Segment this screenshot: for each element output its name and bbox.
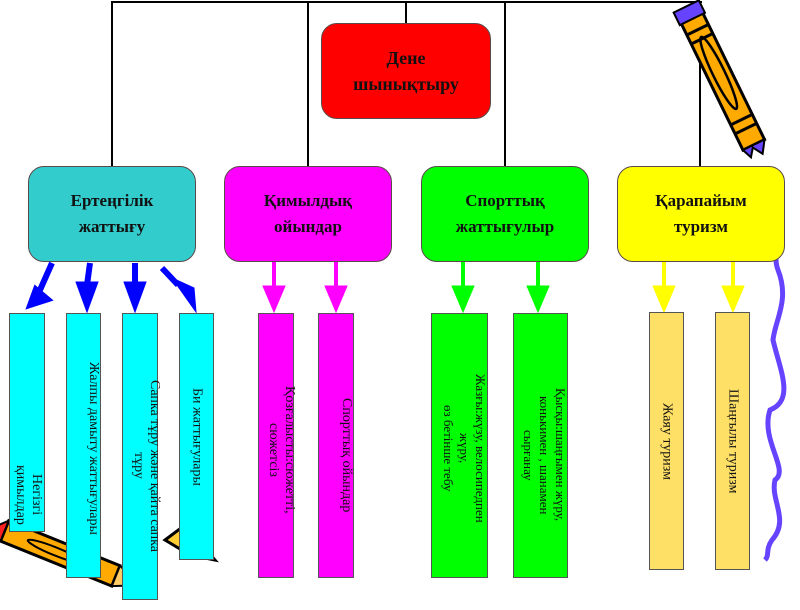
leaf-label-outdoor-games: Қозғалысты:сюжетті, сюжетсіз [266,386,297,514]
arrow-to-basic-movements [25,261,55,310]
leaf-dance [179,313,214,560]
category-label: Спорттық жаттығулыр [455,191,555,236]
leaf-basic-movements [9,313,45,532]
root-node: Дене шынықтыру [321,23,491,119]
leaf-ski-tourism [715,312,750,570]
leaf-label-winter-sports: Қысқы:шаңғымен жүру, конькимен , шанамен… [521,388,568,522]
connector-top-horizontal [112,1,702,3]
leaf-label-basic-movements: Негізгі қимылдар [13,465,44,525]
arrow-to-ski-tourism [721,262,745,314]
leaf-label-general-development: Жалпы дамыту жаттығулары [86,361,101,535]
leaf-general-development [66,313,101,578]
arrow-to-dance [159,265,197,314]
leaf-summer-sports [431,313,488,578]
connector-to-sports [504,1,506,167]
category-simple-tourism: Қарапайым туризм [617,166,785,262]
leaf-label-sport-games: Спорттық ойындар [339,397,354,513]
connector-to-movement [307,1,309,167]
category-label: Қимылдық ойындар [263,191,353,236]
arrow-to-winter-sports [526,262,550,314]
arrow-to-general-development [75,262,99,314]
leaf-label-hiking: Жаяу туризм [659,402,675,480]
leaf-hiking [649,312,684,570]
arrow-to-hiking [652,262,676,314]
category-label: Ертеңгілік жаттығу [70,191,154,236]
leaf-label-dance: Би жаттығулары [189,387,205,486]
connector-to-tourism [699,1,701,167]
leaf-winter-sports [513,313,568,578]
connector-to-morning [111,1,113,167]
arrow-to-outdoor-games [262,262,286,314]
leaf-line-up [122,313,158,600]
leaf-label-summer-sports: Жазғы:жүзу, велосипедпен жүру, өз бетінш… [441,373,488,523]
category-morning-exercise: Ертеңгілік жаттығу [28,166,196,262]
leaf-sport-games [318,313,354,578]
arrow-to-summer-sports [451,262,475,314]
category-movement-games: Қимылдық ойындар [224,166,392,262]
leaf-label-ski-tourism: Шаңғылы туризм [725,388,741,494]
category-label: Қарапайым туризм [655,191,747,236]
arrow-to-sport-games [324,262,348,314]
connector-to-root [405,1,407,23]
category-sports-exercises: Спорттық жаттығулыр [421,166,589,262]
arrow-to-line-up [123,263,147,314]
purple-squiggle-icon [763,193,787,562]
leaf-outdoor-games [258,313,294,578]
root-label: Дене шынықтыру [353,48,459,94]
leaf-label-line-up: Сапка тұру және қайта сапка тұру [131,379,162,552]
